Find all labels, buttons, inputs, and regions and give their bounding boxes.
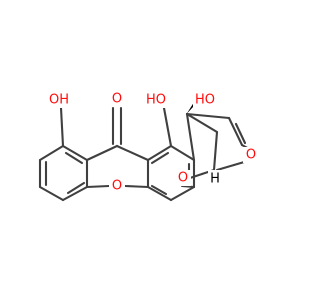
bond-line xyxy=(61,144,89,162)
hydroxyl-mid-label: HO xyxy=(146,93,166,108)
bond-line xyxy=(64,151,84,165)
bond-line xyxy=(150,151,170,165)
bond-line xyxy=(162,106,169,129)
bond-line xyxy=(59,106,64,129)
bond-line xyxy=(212,130,219,172)
ketone-oxygen-label: O xyxy=(112,92,122,107)
bond-line xyxy=(38,185,65,202)
bond-line xyxy=(96,184,111,188)
bond-line xyxy=(166,125,173,148)
bond-line xyxy=(60,125,65,148)
bond-line xyxy=(180,184,190,188)
bond-line xyxy=(85,185,100,189)
bond-line xyxy=(123,184,138,188)
bond-line xyxy=(115,144,150,162)
furan-oxygen-a-label: O xyxy=(178,171,188,186)
bond-line xyxy=(185,112,231,120)
bond-line xyxy=(169,185,196,202)
bond-line xyxy=(185,112,196,162)
bond-line xyxy=(146,185,173,202)
bond-line xyxy=(227,116,244,147)
hydroxyl-left-label: OH xyxy=(49,93,69,108)
atom-label-layer: OH O HO HO O O O H xyxy=(47,91,259,194)
molecule-structure: OH O HO HO O O O H xyxy=(38,91,259,202)
bond-line xyxy=(150,184,168,196)
bond-line xyxy=(135,185,150,189)
bond-line xyxy=(66,181,86,195)
bond-line xyxy=(185,112,219,134)
furan-oxygen-b-label: O xyxy=(246,148,256,163)
bond-line xyxy=(188,172,204,180)
bond-line xyxy=(146,144,173,162)
bond-line xyxy=(239,132,247,145)
bond-line xyxy=(169,144,196,162)
hydroxyl-right-label: HO xyxy=(195,93,215,108)
xanthene-oxygen-label: O xyxy=(112,179,122,194)
bond-line xyxy=(215,163,236,172)
stereo-hydrogen-label: H xyxy=(210,172,220,187)
bond-line xyxy=(234,122,242,135)
bond-line xyxy=(85,144,119,162)
bond-line xyxy=(61,185,89,202)
bond-line xyxy=(38,144,65,162)
